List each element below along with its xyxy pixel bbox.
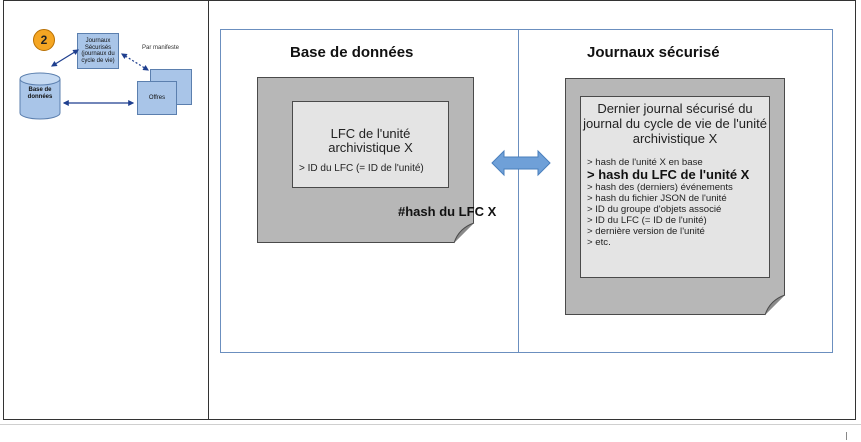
right-note-title: Dernier journal sécurisé du journal du c… [583,101,767,146]
thumbnail-database-label: Base de données [27,87,53,100]
right-note-inner [580,96,770,278]
table-column-divider [208,0,209,420]
page-bottom-line [0,424,861,425]
thumbnail-offres-box: Offres [137,81,177,115]
hash-prefix: # [398,204,406,219]
thumbnail-note: Par manifeste [142,45,180,51]
list-item: > etc. [587,237,611,248]
double-arrow-icon [491,149,551,177]
diagram-divider [518,29,519,353]
diagram-frame [220,29,833,353]
list-item: > hash de l'unité X en base [587,157,703,168]
list-item: > ID du groupe d'objets associé [587,204,722,215]
corner-mark [846,432,847,440]
hash-text: hash du LFC X [405,204,497,219]
step-badge: 2 [33,29,55,51]
lfc-id-line: > ID du LFC (= ID de l'unité) [299,163,424,174]
database-cylinder-icon [19,72,61,120]
list-item: > hash des (derniers) événements [587,182,733,193]
left-note-inner [292,101,449,188]
lfc-title: LFC de l'unité archivistique X [328,126,413,155]
list-item: > ID du LFC (= ID de l'unité) [587,215,707,226]
hash-lfc-label: #hash du LFC X [398,204,496,219]
thumbnail-journaux-box: Journaux Sécurisés (journaux du cycle de… [77,33,119,69]
right-panel-title: Journaux sécurisé [587,44,720,61]
right-note-list: > hash de l'unité X en base > hash du LF… [587,157,770,248]
list-item: > dernière version de l'unité [587,226,705,237]
list-item: > hash du fichier JSON de l'unité [587,193,727,204]
list-item: > hash du LFC de l'unité X [587,167,750,182]
left-panel-title: Base de données [290,44,414,61]
outer-table [3,0,856,420]
